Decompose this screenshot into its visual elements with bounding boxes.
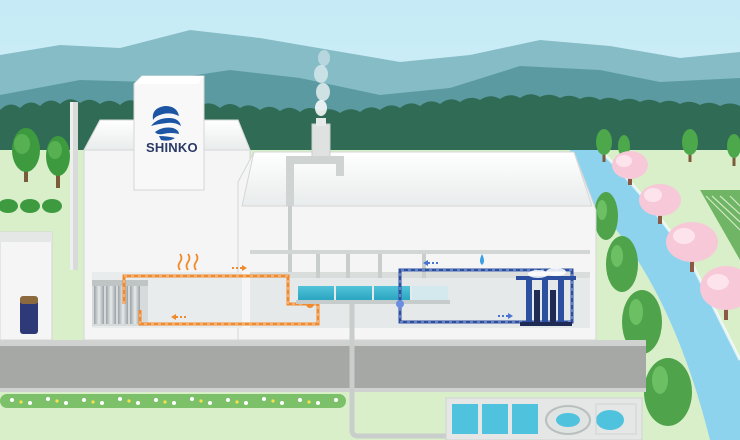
brand-name: SHINKO [146, 140, 198, 155]
brand-logo-icon [151, 106, 181, 141]
heat-exchange-basins [296, 286, 450, 304]
cherry-blossom-trees [612, 151, 740, 320]
treatment-facility [445, 397, 643, 440]
steam-plume-icon [314, 50, 330, 116]
road [0, 340, 646, 392]
side-building [0, 231, 53, 341]
cold-water-loop [396, 260, 574, 324]
water-drop-icon [480, 254, 484, 265]
discharge-pipe [349, 304, 560, 439]
trees-left [0, 128, 70, 213]
heat-waves-icon [177, 253, 199, 271]
trees-right [596, 129, 740, 166]
pump-units [516, 268, 576, 326]
hedge-shrubs [594, 192, 692, 426]
logo-tower: SHINKO [133, 75, 205, 191]
chimney [70, 102, 78, 270]
flower-bed [0, 394, 346, 408]
rice-field [700, 190, 740, 260]
